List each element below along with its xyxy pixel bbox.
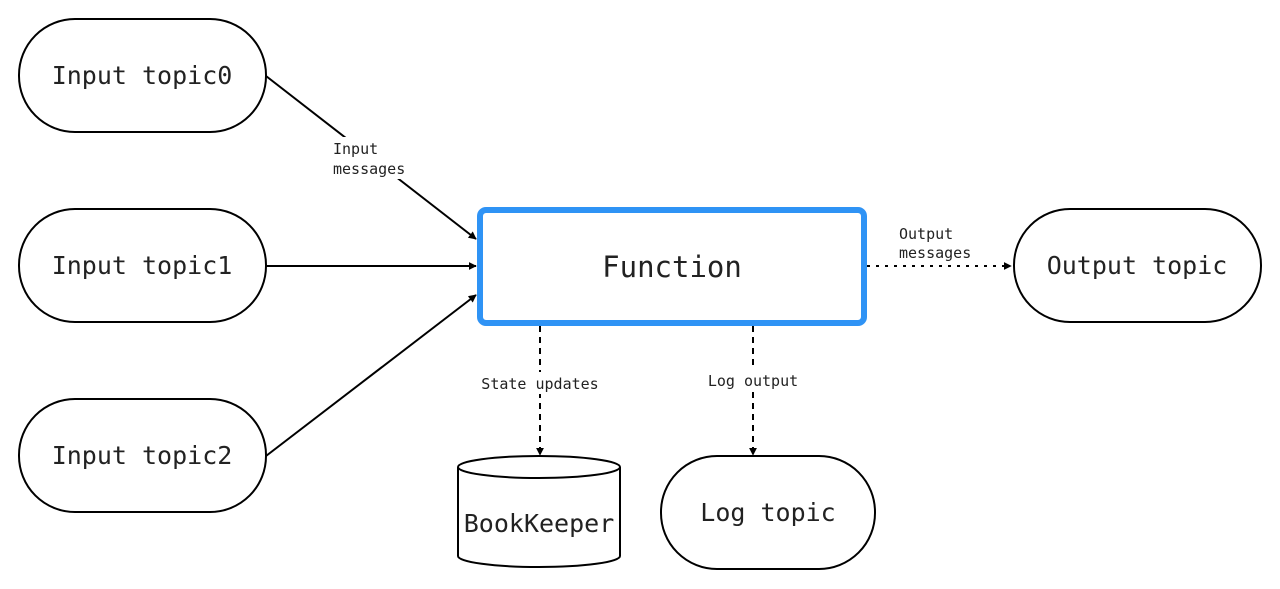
bookkeeper-node: BookKeeper [457, 455, 621, 568]
bookkeeper-cylinder-top [457, 455, 621, 479]
output-topic-node: Output topic [1013, 208, 1262, 323]
input-topic0-label: Input topic0 [52, 61, 233, 90]
input-topic2-label: Input topic2 [52, 441, 233, 470]
state-updates-label: State updates [470, 372, 610, 394]
function-box [477, 207, 867, 326]
output-messages-label: Output messages [899, 225, 971, 262]
input-messages-line1: Input [333, 140, 378, 158]
input-messages-line2: messages [333, 160, 405, 178]
state-updates-text: State updates [481, 375, 598, 393]
input-topic0-node: Input topic0 [18, 18, 267, 133]
input-topic2-node: Input topic2 [18, 398, 267, 513]
input-messages-label: Input messages [327, 137, 417, 179]
input-topic1-label: Input topic1 [52, 251, 233, 280]
log-topic-node: Log topic [660, 455, 876, 570]
log-topic-label: Log topic [700, 498, 835, 527]
log-output-label: Log output [698, 369, 808, 391]
input2-to-function-edge [265, 294, 477, 457]
input-topic1-node: Input topic1 [18, 208, 267, 323]
bookkeeper-label: BookKeeper [464, 509, 615, 538]
bookkeeper-cylinder-body [457, 467, 621, 568]
output-messages-line2: messages [899, 244, 971, 262]
function-label: Function [602, 250, 742, 284]
output-topic-label: Output topic [1047, 251, 1228, 280]
output-messages-line1: Output [899, 225, 953, 243]
function-node: Function [477, 207, 867, 326]
log-output-text: Log output [708, 372, 798, 390]
